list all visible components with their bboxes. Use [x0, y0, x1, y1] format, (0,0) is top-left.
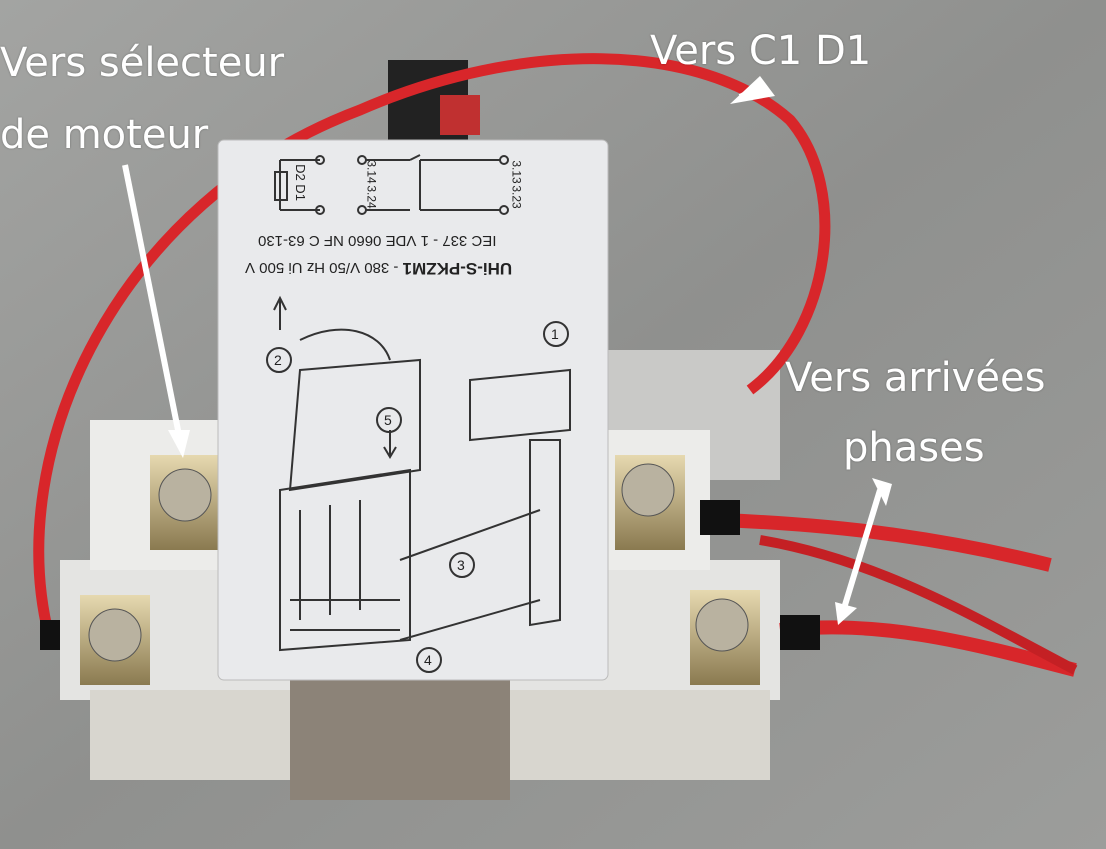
terminal-label-314: 3.14 — [364, 160, 379, 184]
svg-text:5: 5 — [384, 412, 392, 428]
annotation-selector-line2: de moteur — [0, 112, 209, 158]
device-label-card — [217, 139, 609, 681]
annotation-phases-line2: phases — [843, 425, 985, 471]
din-clip — [290, 680, 510, 800]
phase-wire — [719, 513, 1052, 572]
model-rating: UHi-S-PKZM1 - 380 V/50 Hz Ui 500 V — [245, 258, 512, 278]
rating-text: - 380 V/50 Hz Ui 500 V — [245, 259, 399, 276]
terminal-label-324: 3.24 — [364, 185, 379, 209]
svg-text:1: 1 — [551, 326, 559, 342]
wiring-schematic — [274, 154, 509, 215]
svg-text:2: 2 — [274, 352, 282, 368]
terminal-label-313: 3.13 — [509, 160, 524, 184]
annotation-c1d1: Vers C1 D1 — [650, 28, 872, 74]
standards-text: IEC 337 - 1 VDE 0660 NF C 63-130 — [258, 232, 497, 249]
annotation-phases-line1: Vers arrivées — [785, 355, 1046, 401]
svg-text:3: 3 — [457, 557, 465, 573]
terminal-label-d2d1: D2 D1 — [292, 164, 308, 201]
terminal-screws — [80, 455, 760, 685]
annotation-selector-line1: Vers sélecteur — [0, 40, 285, 86]
annotation-arrows — [122, 76, 892, 625]
red-wire-loop — [33, 53, 831, 642]
terminal-label-323: 3.23 — [509, 185, 524, 209]
installation-illustration — [266, 295, 571, 673]
step-numbers: 2 1 3 4 5 — [274, 326, 559, 668]
svg-text:4: 4 — [424, 652, 432, 668]
model-name: UHi-S-PKZM1 — [402, 259, 513, 278]
